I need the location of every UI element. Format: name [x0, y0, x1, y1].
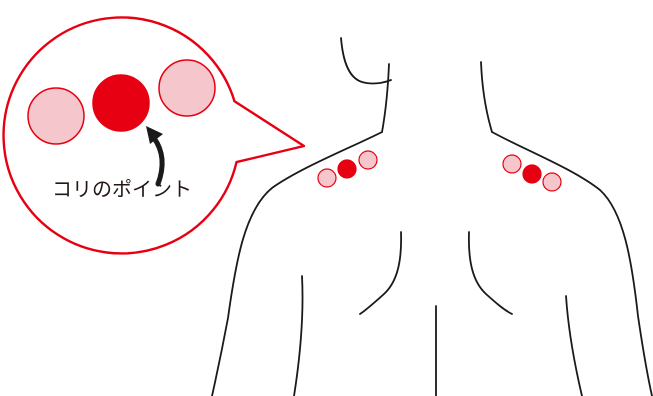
right-outer-point — [543, 173, 561, 191]
left-armpit-line — [294, 276, 303, 396]
right-scapula-line — [469, 232, 512, 314]
callout-right-point — [159, 60, 215, 116]
right-armpit-line — [566, 296, 582, 396]
callout-key-point — [93, 75, 149, 131]
neck-right-edge — [481, 62, 492, 132]
body-outline — [212, 38, 652, 396]
left-scapula-line — [360, 232, 401, 314]
right-shoulder-points — [503, 155, 561, 191]
neck-left-line — [341, 38, 391, 83]
left-outer-point — [318, 169, 336, 187]
callout-left-point — [28, 88, 84, 144]
right-inner-point — [503, 155, 521, 173]
callout-label: コリのポイント — [52, 177, 192, 201]
neck-left-edge — [382, 64, 389, 132]
left-inner-point — [359, 151, 377, 169]
left-shoulder-points — [318, 151, 377, 187]
right-key-point — [523, 165, 541, 183]
left-key-point — [338, 160, 356, 178]
left-shoulder-line — [212, 132, 382, 396]
magnified-callout: コリのポイント — [4, 17, 304, 253]
